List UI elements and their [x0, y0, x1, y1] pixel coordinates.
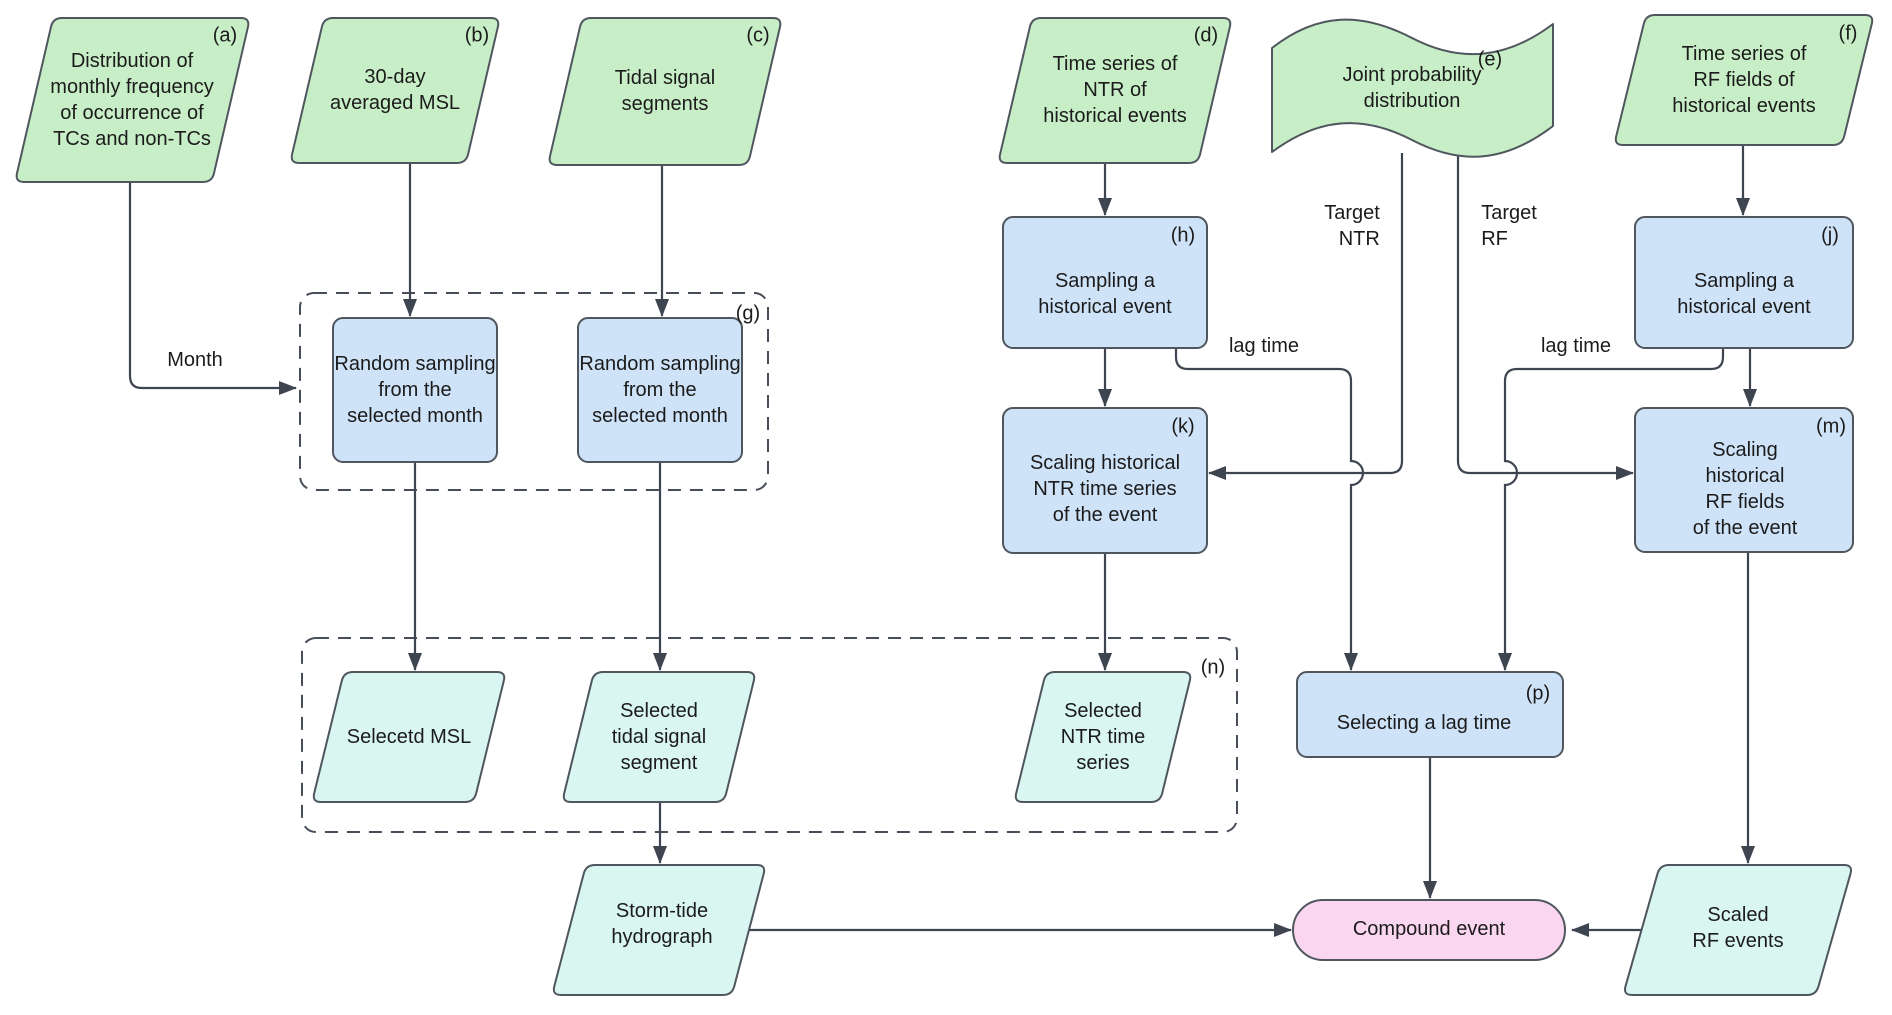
- node-storm-tide-shape: [552, 864, 766, 996]
- node-m-shape: [1634, 407, 1854, 553]
- node-p-shape: [1296, 671, 1564, 758]
- node-selected-tidal-shape: [562, 671, 756, 803]
- edge-h-lagtime-to-p: [1174, 348, 1365, 671]
- group-g-box: [299, 292, 769, 491]
- tag-j: (j): [1821, 224, 1839, 247]
- tag-n: (n): [1200, 656, 1226, 679]
- tag-m: (m): [1816, 415, 1846, 438]
- tag-k: (k): [1171, 415, 1195, 438]
- node-j-shape: [1634, 216, 1854, 349]
- node-k-shape: [1002, 407, 1208, 554]
- node-a-shape: [15, 17, 250, 183]
- edge-a-to-g-month: [128, 182, 297, 395]
- node-h-shape: [1002, 216, 1208, 349]
- edge-j-lagtime-to-p: [1498, 348, 1725, 671]
- node-e-shape: [1271, 18, 1554, 158]
- edge-target-rf-to-m: [1456, 153, 1634, 480]
- tag-c: (c): [746, 24, 770, 47]
- node-d-shape: [998, 17, 1232, 164]
- tag-g: (g): [735, 302, 761, 325]
- group-n-box: [301, 637, 1238, 833]
- node-random-msl-shape: [332, 317, 498, 463]
- tag-f: (f): [1838, 22, 1858, 45]
- node-random-tide-shape: [577, 317, 743, 463]
- node-c-shape: [548, 17, 782, 166]
- tag-e: (e): [1477, 48, 1503, 71]
- node-f-shape: [1614, 14, 1874, 146]
- node-selected-msl-shape: [312, 671, 506, 803]
- tag-h: (h): [1170, 224, 1196, 247]
- tag-d: (d): [1193, 24, 1219, 47]
- tag-b: (b): [464, 24, 490, 47]
- tag-p: (p): [1525, 682, 1551, 705]
- node-selected-ntr-shape: [1014, 671, 1192, 803]
- node-compound-shape: [1292, 899, 1566, 961]
- edge-target-ntr-to-k: [1208, 153, 1404, 480]
- node-scaled-rf-shape: [1623, 864, 1853, 996]
- tag-a: (a): [212, 24, 238, 47]
- node-b-shape: [290, 17, 500, 164]
